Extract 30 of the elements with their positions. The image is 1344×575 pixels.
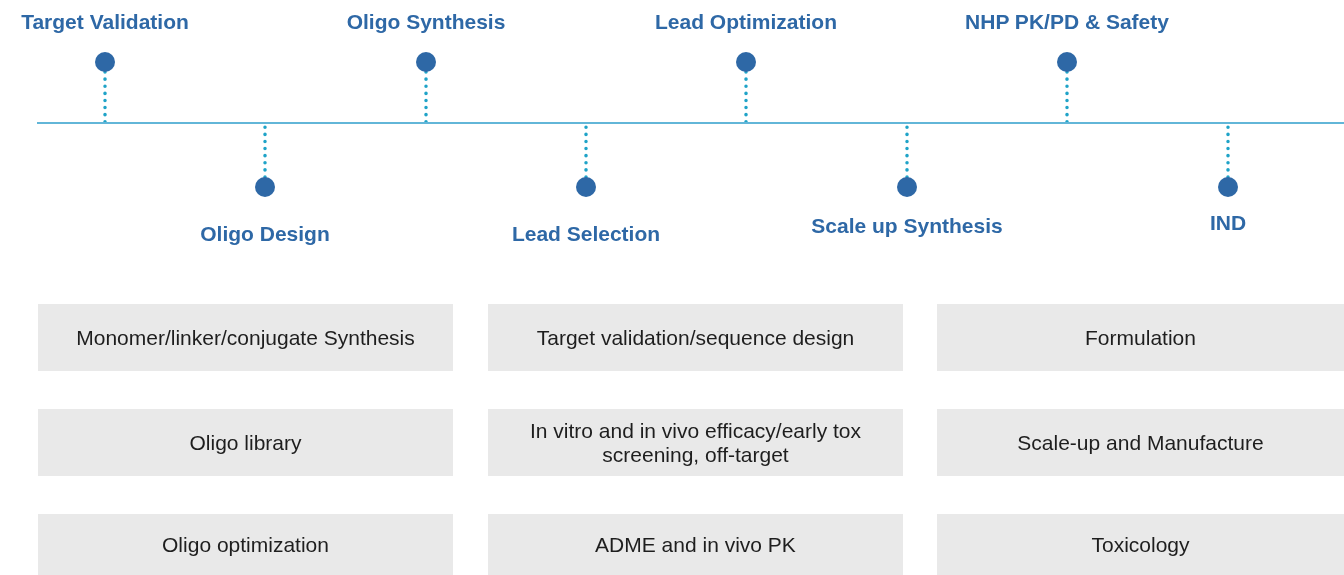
card-text: Scale-up and Manufacture [1017, 430, 1264, 455]
dotted-connector [424, 70, 428, 124]
card-text: Target validation/sequence design [536, 325, 855, 350]
milestone-label: Target Validation [21, 10, 189, 34]
card-text: In vitro and in vivo efficacy/early tox screening, off-target [528, 419, 863, 466]
milestone-label: Oligo Design [200, 222, 330, 246]
milestone-dot [736, 52, 756, 72]
timeline-line [37, 122, 1344, 124]
dotted-connector [103, 70, 107, 124]
card-text: Oligo optimization [162, 532, 329, 557]
milestone-dot [897, 177, 917, 197]
milestone-label: Lead Selection [511, 222, 661, 246]
milestone-label: Scale up Synthesis [811, 214, 1003, 238]
milestone-label: IND [1209, 211, 1247, 235]
milestone-dot [95, 52, 115, 72]
milestone-dot [1218, 177, 1238, 197]
dotted-connector [1065, 70, 1069, 124]
milestone-dot [416, 52, 436, 72]
card-text: Toxicology [1091, 532, 1190, 557]
card-text: ADME and in vivo PK [595, 532, 796, 557]
milestone-label: Lead Optimization [655, 10, 837, 34]
dotted-connector [744, 70, 748, 124]
card-text: Formulation [1085, 325, 1196, 350]
milestone-dot [255, 177, 275, 197]
card-text: Oligo library [189, 430, 302, 455]
milestone-dot [576, 177, 596, 197]
card-text: Monomer/linker/conjugate Synthesis [76, 325, 415, 350]
milestone-label: Oligo Synthesis [346, 10, 506, 34]
milestone-dot [1057, 52, 1077, 72]
milestone-label: NHP PK/PD & Safety [965, 10, 1169, 34]
